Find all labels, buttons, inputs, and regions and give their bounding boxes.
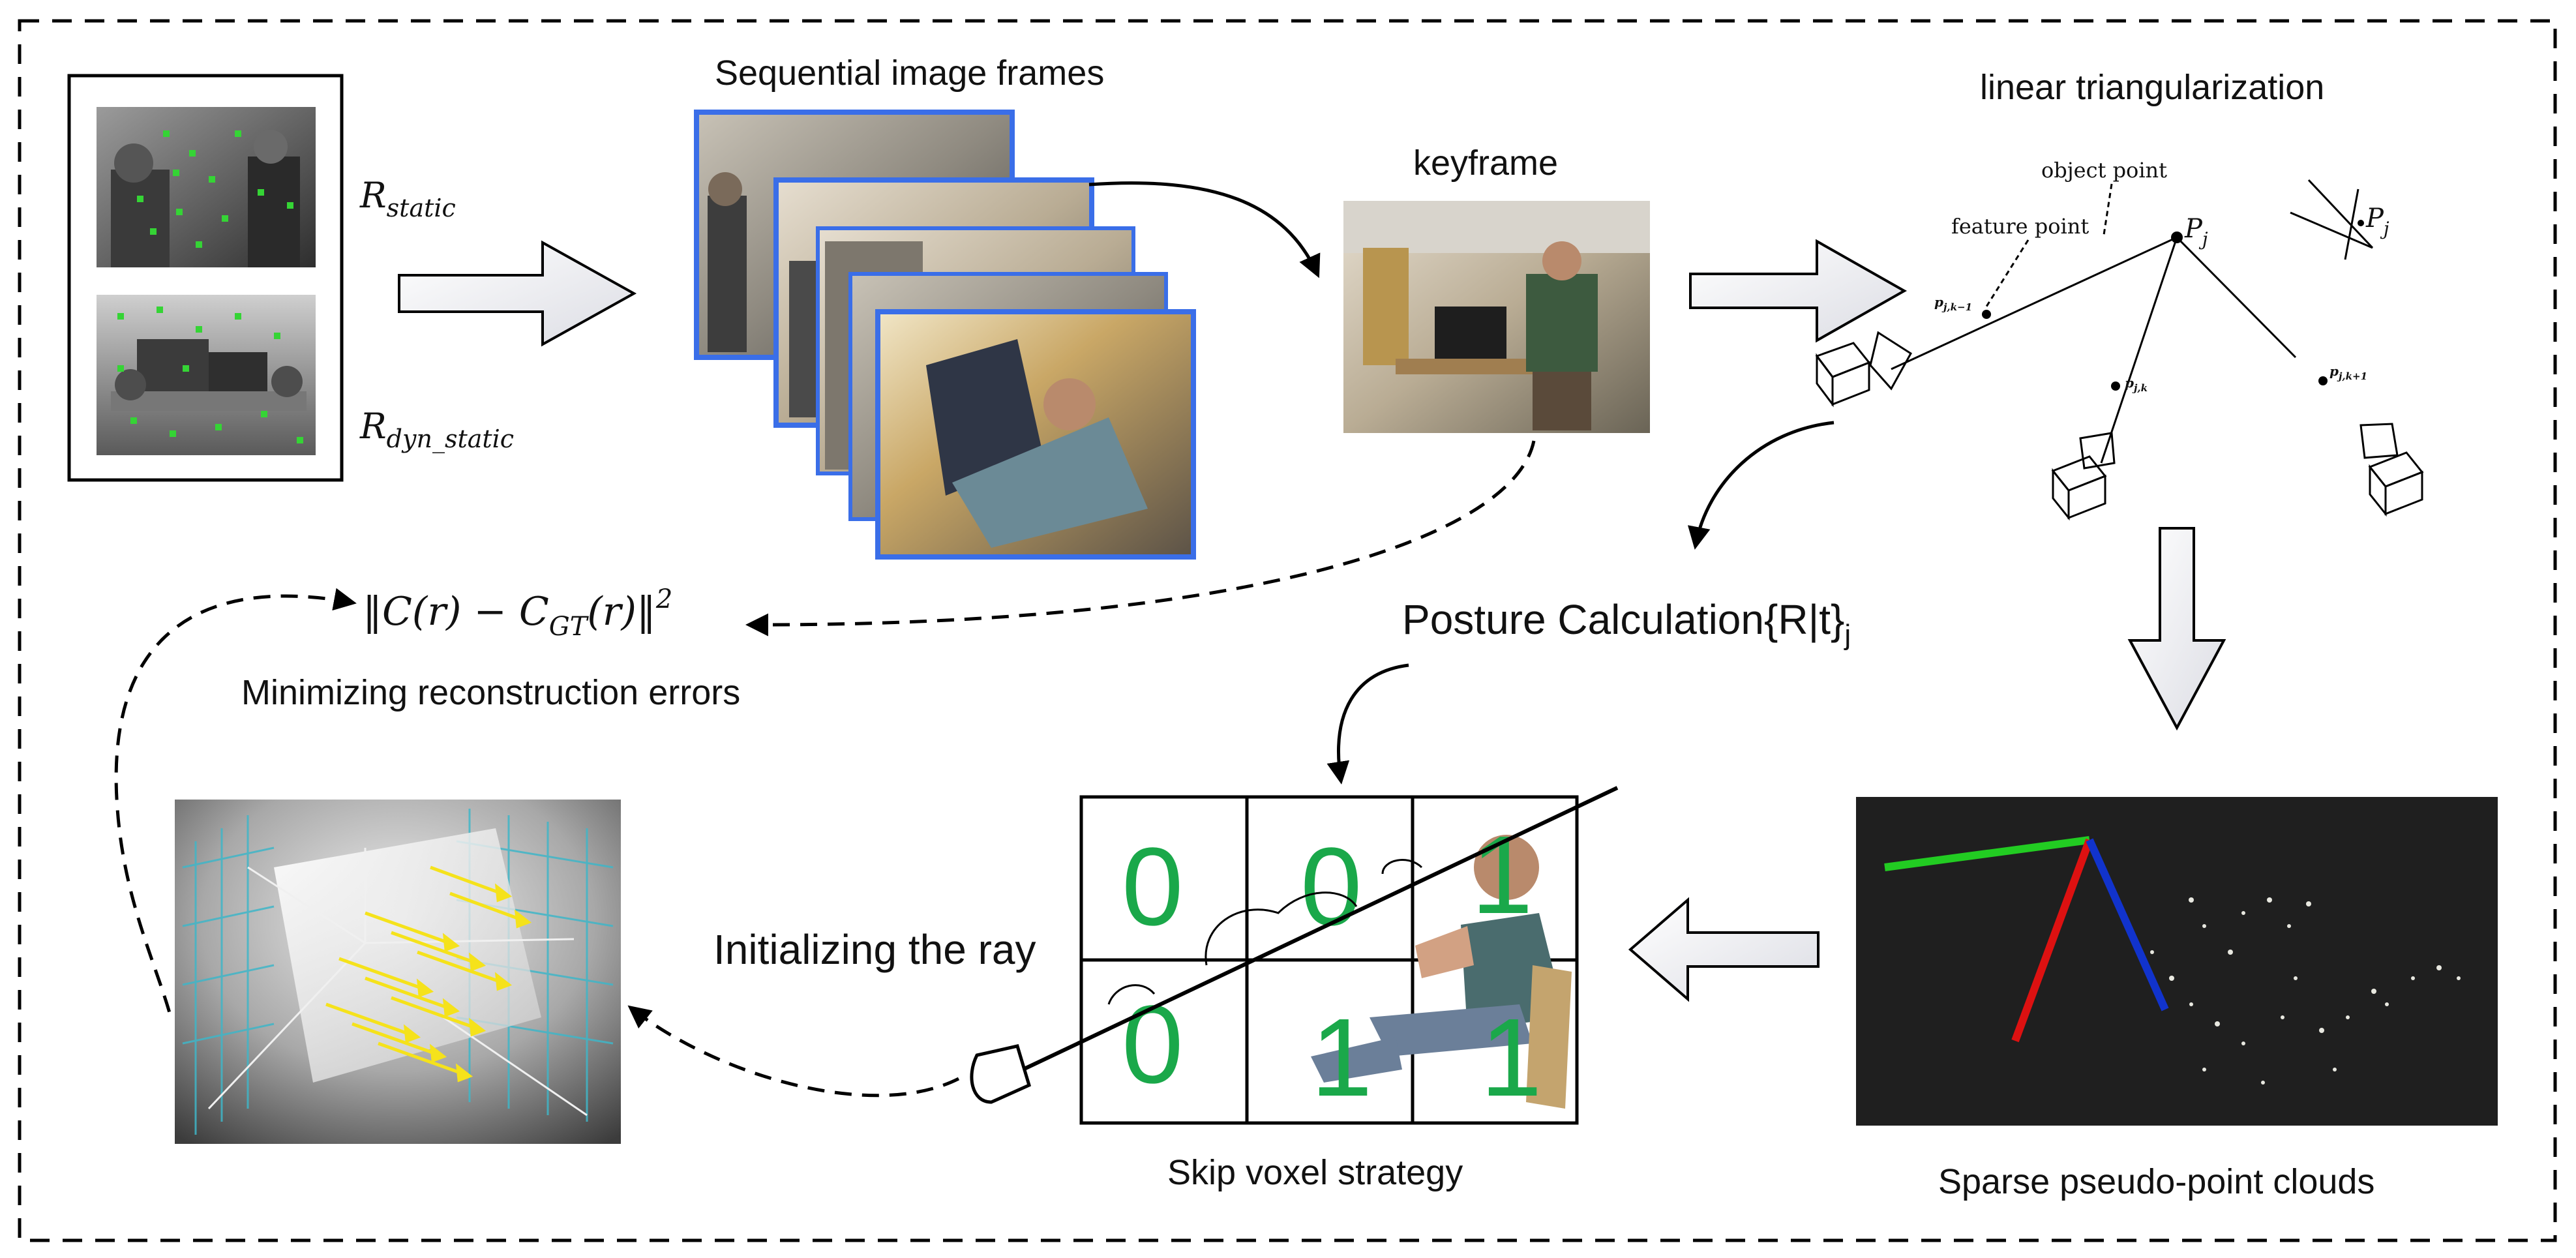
axis-red	[2011, 838, 2093, 1043]
object-point-label: object point	[2041, 158, 2167, 183]
sitting-person	[1311, 835, 1572, 1109]
block-arrow-to-frames	[398, 240, 637, 347]
camera-3	[2359, 423, 2424, 517]
triangulation-diagram: object point feature point Pj pj,k−1 pj,…	[1815, 158, 2424, 521]
minimizing-errors-label: Minimizing reconstruction errors	[241, 673, 740, 712]
intersection-sketch	[2290, 179, 2374, 260]
voxel-grid: 0 0 1 0 1 1	[970, 786, 1619, 1125]
block-arrow-to-triangulation	[1689, 239, 1908, 343]
voxel-cell-5: 1	[1480, 996, 1542, 1120]
camera-1	[1815, 331, 1912, 408]
arrow-keyframe-to-loss	[745, 440, 1536, 636]
static-feature-image	[97, 107, 316, 267]
svg-text:pj,k−1: pj,k−1	[1934, 294, 1972, 313]
r-static-label: Rstatic	[359, 175, 456, 222]
svg-text:pj,k+1: pj,k+1	[2329, 363, 2367, 382]
posture-calc-label: Posture Calculation{R|t}j	[1402, 596, 1851, 651]
svg-text:Pj: Pj	[2184, 214, 2208, 250]
arrow-triangulation-to-posture	[1687, 421, 1835, 550]
feature-point-label: feature point	[1951, 214, 2089, 239]
arrow-frames-to-keyframe	[1088, 181, 1321, 278]
svg-text:pj,k: pj,k	[2125, 375, 2148, 394]
sparse-clouds-label: Sparse pseudo-point clouds	[1938, 1162, 2374, 1201]
ray-arrows	[325, 865, 532, 1083]
image-frame-stack	[694, 110, 1196, 560]
point-cloud-image	[1856, 797, 2498, 1126]
arrow-loss-loop	[114, 588, 357, 1018]
ray-render-image	[175, 800, 621, 1144]
voxel-cell-4: 1	[1311, 996, 1373, 1120]
input-image-panel	[67, 74, 344, 482]
loss-formula: ‖C(r) − CGT(r)‖2	[363, 584, 672, 642]
block-arrow-left	[1628, 897, 1820, 1002]
voxel-cell-3: 0	[1122, 983, 1184, 1107]
skip-voxel-label: Skip voxel strategy	[1167, 1153, 1463, 1192]
keyframe-image	[1343, 201, 1650, 433]
dynamic-static-feature-image	[97, 295, 316, 455]
keyframe-label: keyframe	[1413, 143, 1558, 183]
initializing-ray-label: Initializing the ray	[713, 926, 1036, 973]
camera-2	[2051, 432, 2116, 521]
r-dyn-static-label: Rdyn_static	[359, 406, 514, 454]
triangulation-label: linear triangularization	[1980, 68, 2324, 107]
image-plane	[274, 828, 541, 1083]
outer-dashed-border	[18, 19, 2557, 1242]
ray-line	[1016, 786, 1619, 1074]
sequential-frames-label: Sequential image frames	[715, 53, 1104, 93]
camera-origin-icon	[970, 1044, 1032, 1104]
axis-blue	[2086, 838, 2169, 1011]
axis-green	[1884, 836, 2090, 871]
arrow-ray-to-render	[627, 1005, 960, 1098]
voxel-cell-1: 0	[1300, 825, 1362, 949]
svg-text:Pj: Pj	[2365, 203, 2389, 239]
voxel-cell-0: 0	[1122, 825, 1184, 949]
arrow-posture-to-voxel	[1326, 663, 1409, 785]
block-arrow-down	[2127, 527, 2226, 731]
